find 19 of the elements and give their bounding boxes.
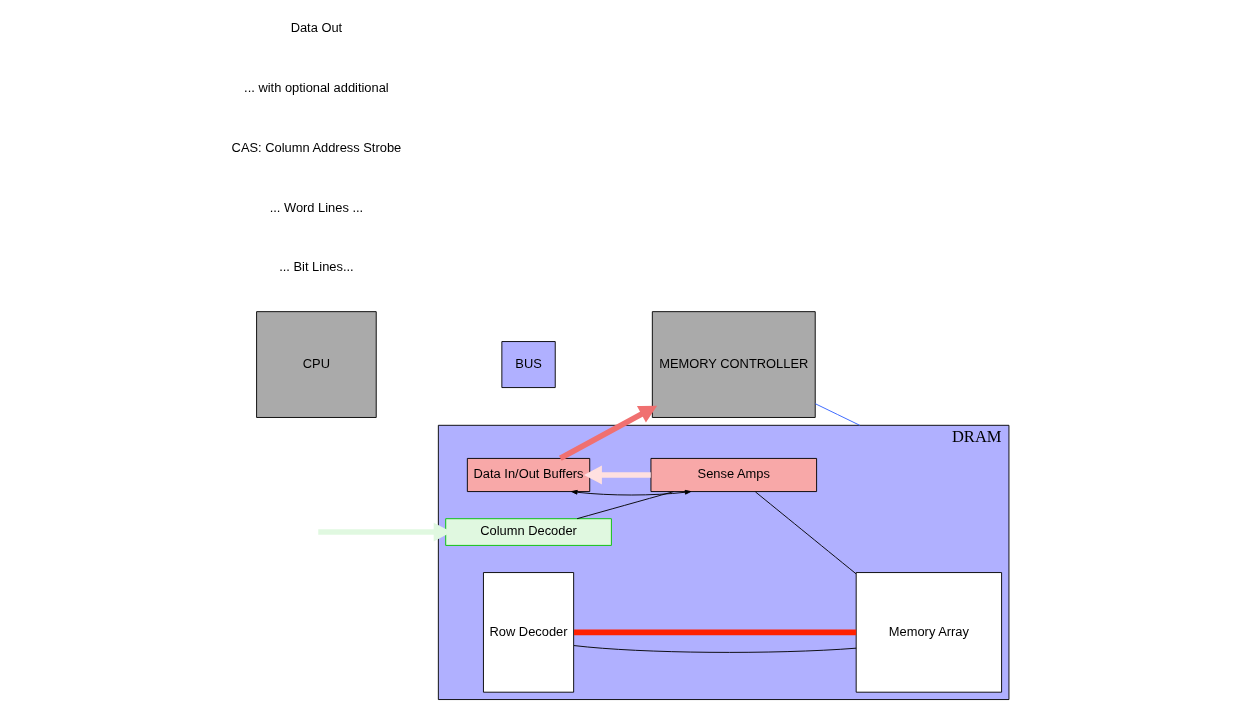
connector xyxy=(573,645,857,653)
label: Data Out xyxy=(290,20,343,36)
connector xyxy=(754,491,857,575)
arrow xyxy=(559,405,658,461)
node-box: Column Decoder xyxy=(445,518,612,546)
node-box: Row Decoder xyxy=(483,572,575,693)
node-box: Memory Array xyxy=(855,572,1003,693)
label: ... with optional additional xyxy=(244,79,389,95)
connector xyxy=(814,403,861,426)
label: ... Word Lines ... xyxy=(269,199,364,215)
node-box: CPU xyxy=(256,311,377,418)
arrow xyxy=(571,489,692,496)
label: CAS: Column Address Strobe xyxy=(231,139,402,155)
node-box: BUS xyxy=(501,341,556,389)
node-box: MEMORY CONTROLLER xyxy=(651,311,816,418)
label: ... Bit Lines... xyxy=(279,259,354,275)
connector xyxy=(574,629,857,636)
connector xyxy=(576,491,674,520)
arrow xyxy=(584,465,651,485)
